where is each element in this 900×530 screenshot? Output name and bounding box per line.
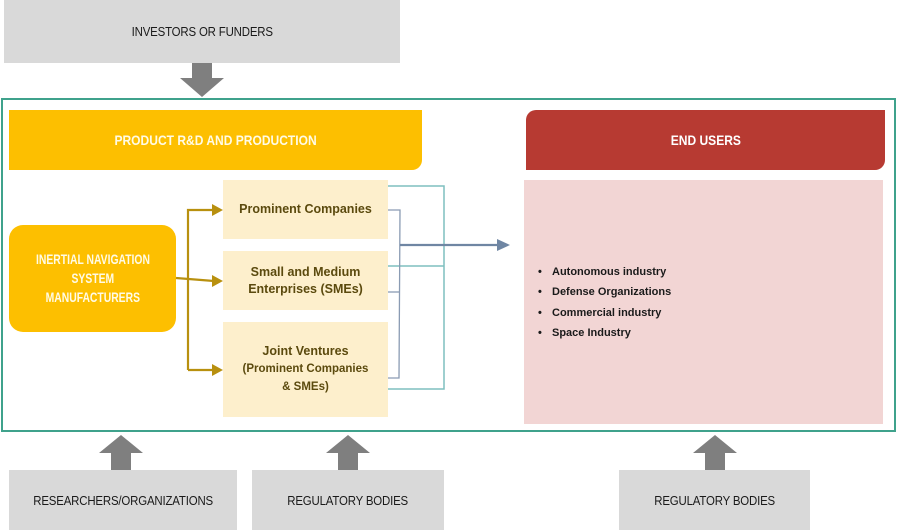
bullet-icon: • — [538, 306, 542, 319]
bullet-icon: • — [538, 326, 542, 339]
arrow-up-icon — [99, 435, 143, 470]
category-prominent-companies: Prominent Companies — [223, 180, 388, 239]
end-user-label: Autonomous industry — [552, 266, 667, 278]
manufacturers-box: INERTIAL NAVIGATION SYSTEM MANUFACTURERS — [9, 225, 176, 332]
end-users-list: • Autonomous industry • Defense Organizati… — [538, 264, 671, 345]
researchers-box: RESEARCHERS/ORGANIZATIONS — [9, 470, 237, 530]
regulatory-right-label: REGULATORY BODIES — [654, 492, 775, 508]
manufacturers-line: MANUFACTURERS — [45, 289, 140, 305]
bullet-icon: • — [538, 266, 542, 278]
category-label: Prominent Companies — [239, 202, 372, 216]
value-chain-frame — [1, 98, 896, 432]
category-label: Joint Ventures — [262, 344, 349, 358]
category-label: (Prominent Companies — [242, 363, 369, 375]
manufacturers-line: INERTIAL NAVIGATION — [35, 251, 150, 267]
end-users-header-label: END USERS — [670, 132, 741, 148]
end-user-label: Defense Organizations — [552, 286, 672, 299]
arrow-up-icon — [326, 435, 370, 470]
end-users-panel: • Autonomous industry • Defense Organizati… — [524, 180, 883, 424]
arrow-up-icon — [693, 435, 737, 470]
regulatory-bodies-left-box: REGULATORY BODIES — [252, 470, 444, 530]
product-rd-header: PRODUCT R&D AND PRODUCTION — [9, 110, 422, 170]
regulatory-bodies-right-box: REGULATORY BODIES — [619, 470, 810, 530]
end-user-item: • Defense Organizations — [538, 284, 671, 304]
category-label: Enterprises (SMEs) — [248, 281, 363, 296]
regulatory-left-label: REGULATORY BODIES — [287, 492, 409, 508]
investors-box: INVESTORS OR FUNDERS — [4, 0, 400, 63]
end-users-header: END USERS — [526, 110, 885, 170]
end-user-label: Space Industry — [552, 326, 631, 339]
manufacturers-line: SYSTEM — [71, 270, 114, 286]
researchers-label: RESEARCHERS/ORGANIZATIONS — [33, 492, 213, 508]
arrow-down-icon — [180, 63, 224, 97]
end-user-item: • Space Industry — [538, 325, 671, 345]
investors-label: INVESTORS OR FUNDERS — [131, 24, 273, 39]
category-joint-ventures: Joint Ventures (Prominent Companies & SM… — [223, 322, 388, 417]
bullet-icon: • — [538, 286, 542, 299]
end-user-item: • Autonomous industry — [538, 264, 671, 284]
end-user-label: Commercial industry — [552, 306, 662, 319]
category-label: Small and Medium — [250, 264, 361, 279]
end-user-item: • Commercial industry — [538, 305, 671, 325]
category-label: & SMEs) — [282, 381, 329, 393]
category-smes: Small and Medium Enterprises (SMEs) — [223, 251, 388, 310]
product-rd-header-label: PRODUCT R&D AND PRODUCTION — [114, 132, 317, 148]
